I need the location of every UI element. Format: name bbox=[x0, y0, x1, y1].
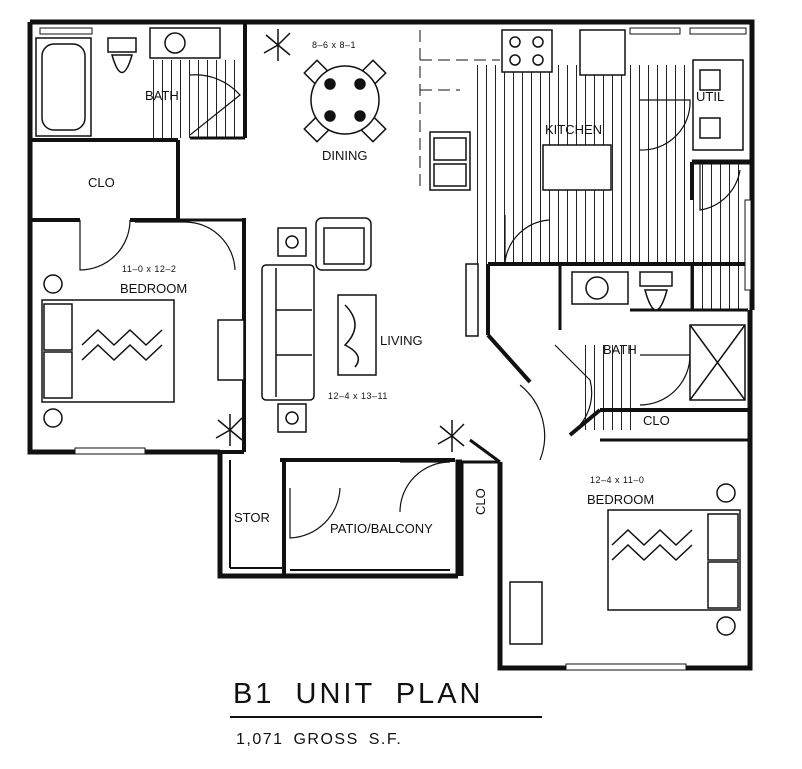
room-label-kitchen: KITCHEN bbox=[545, 122, 602, 137]
room-label-bath-top: BATH bbox=[145, 88, 179, 103]
room-label-bedroom-right: BEDROOM bbox=[587, 492, 654, 507]
room-label-storage: STOR bbox=[234, 510, 270, 525]
bed-right-icon bbox=[607, 483, 741, 636]
coffee-table-icon bbox=[337, 294, 377, 376]
room-label-bath-right: BATH bbox=[603, 342, 637, 357]
sink-icon bbox=[149, 27, 221, 59]
windows bbox=[39, 27, 752, 671]
washer-dryer-icon bbox=[692, 59, 744, 151]
room-dim-living: 12–4 x 13–11 bbox=[328, 391, 388, 401]
room-label-closet-left: CLO bbox=[88, 175, 115, 190]
sink-right-icon bbox=[571, 271, 629, 305]
room-label-closet-right: CLO bbox=[643, 413, 670, 428]
plan-area: 1,071 GROSS S.F. bbox=[236, 731, 403, 748]
dresser-icon bbox=[509, 581, 543, 645]
room-label-patio: PATIO/BALCONY bbox=[330, 521, 433, 536]
room-dim-bedroom-left: 11–0 x 12–2 bbox=[122, 264, 176, 274]
refrigerator-icon bbox=[579, 29, 626, 76]
kitchen-counter-dashes bbox=[419, 30, 500, 190]
room-label-bedroom-left: BEDROOM bbox=[120, 281, 187, 296]
bathtub-icon bbox=[35, 37, 92, 137]
armchair-icon bbox=[315, 217, 372, 271]
room-label-util: UTIL bbox=[696, 89, 724, 104]
sofa-icon bbox=[261, 264, 315, 401]
tv-stand-icon bbox=[217, 263, 479, 381]
room-label-dining: DINING bbox=[322, 148, 368, 163]
plant-icon bbox=[215, 29, 465, 452]
plan-title: B1 UNIT PLAN bbox=[233, 678, 484, 710]
stove-icon bbox=[501, 29, 553, 73]
toilet-icon bbox=[107, 37, 137, 74]
toilet-right-icon bbox=[639, 271, 673, 311]
room-dim-bedroom-right: 12–4 x 11–0 bbox=[590, 475, 644, 485]
room-dim-dining: 8–6 x 8–1 bbox=[312, 40, 356, 50]
room-label-living: LIVING bbox=[380, 333, 423, 348]
shower-icon bbox=[689, 324, 746, 401]
door-swings bbox=[79, 74, 741, 539]
dining-table-icon bbox=[303, 59, 387, 143]
title-underline bbox=[230, 716, 542, 718]
room-label-closet-small: CLO bbox=[473, 488, 488, 515]
end-table-icon bbox=[277, 227, 307, 433]
kitchen-sink-icon bbox=[429, 131, 471, 191]
kitchen-island-icon bbox=[542, 144, 612, 191]
bed-left-icon bbox=[41, 274, 175, 428]
